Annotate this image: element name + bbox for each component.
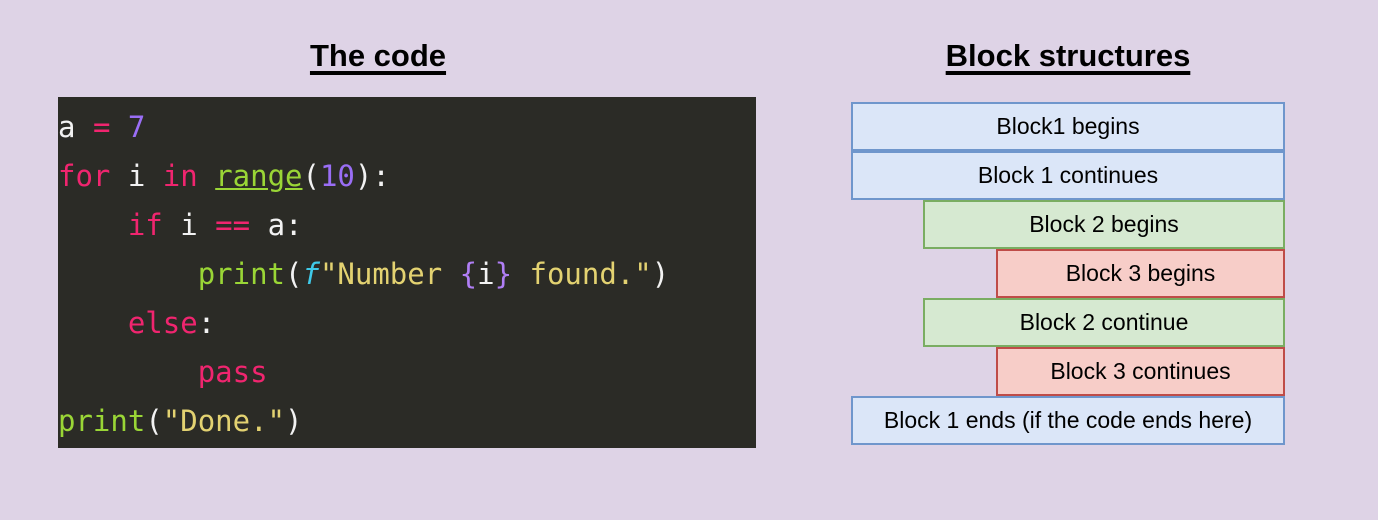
code-token: for: [58, 159, 111, 193]
code-token: [198, 159, 215, 193]
code-token: [145, 159, 162, 193]
code-indent: [58, 257, 198, 291]
code-panel-heading: The code: [309, 38, 447, 73]
block-row-label: Block 1 continues: [977, 162, 1159, 188]
code-token: [110, 110, 127, 144]
block-row: Block1 begins: [851, 102, 1285, 151]
code-line: for i in range(10):: [58, 152, 756, 201]
code-token: (: [145, 404, 163, 438]
code-token: }: [494, 257, 513, 291]
block-row-label: Block 2 begins: [1029, 211, 1179, 237]
code-token: ):: [354, 159, 390, 193]
blocks-panel-heading: Block structures: [945, 38, 1191, 73]
code-token: i: [180, 208, 198, 242]
code-token: if: [127, 208, 163, 242]
code-token: print: [197, 257, 285, 291]
block-row: Block 3 begins: [996, 249, 1285, 298]
code-token: print: [58, 404, 146, 438]
code-token: [75, 110, 92, 144]
code-line: pass: [58, 348, 756, 397]
block-row-label: Block 3 continues: [1050, 358, 1231, 384]
code-line: a = 7: [58, 103, 756, 152]
code-line: else:: [58, 299, 756, 348]
code-indent: [58, 355, 198, 389]
code-token: ): [651, 257, 670, 291]
code-token: found.": [512, 257, 652, 291]
code-token: else: [127, 306, 198, 340]
code-token: i: [127, 159, 146, 193]
code-token: =: [92, 110, 111, 144]
code-token: [163, 208, 180, 242]
code-token: [250, 208, 267, 242]
code-token: ): [285, 404, 303, 438]
code-indent: [58, 306, 128, 340]
block-row-label: Block 2 continue: [1019, 309, 1189, 335]
code-line: print(f"Number {i} found."): [58, 250, 756, 299]
code-token: :: [197, 306, 216, 340]
code-token: f: [302, 257, 320, 291]
block-row: Block 1 ends (if the code ends here): [851, 396, 1285, 445]
block-row-label: Block 1 ends (if the code ends here): [883, 407, 1253, 433]
code-line: if i == a:: [58, 201, 756, 250]
code-token: {: [459, 257, 478, 291]
code-token: in: [162, 159, 198, 193]
code-token: (: [285, 257, 303, 291]
block-row: Block 1 continues: [851, 151, 1285, 200]
code-token: a:: [267, 208, 303, 242]
code-token: 10: [319, 159, 355, 193]
code-token: 7: [127, 110, 146, 144]
code-token: [110, 159, 127, 193]
code-token: range: [215, 159, 303, 193]
block-row: Block 2 continue: [923, 298, 1285, 347]
block-row-label: Block 3 begins: [1065, 260, 1216, 286]
code-token: i: [477, 257, 495, 291]
code-token: a: [58, 110, 76, 144]
code-token: "Done.": [162, 404, 285, 438]
block-row: Block 3 continues: [996, 347, 1285, 396]
code-indent: [58, 208, 128, 242]
code-token: "Number: [319, 257, 460, 291]
code-token: pass: [197, 355, 268, 389]
block-row-label: Block1 begins: [996, 113, 1140, 139]
code-token: (: [302, 159, 320, 193]
block-row: Block 2 begins: [923, 200, 1285, 249]
code-token: ==: [215, 208, 251, 242]
code-line: print("Done."): [58, 397, 756, 446]
code-token: [198, 208, 215, 242]
